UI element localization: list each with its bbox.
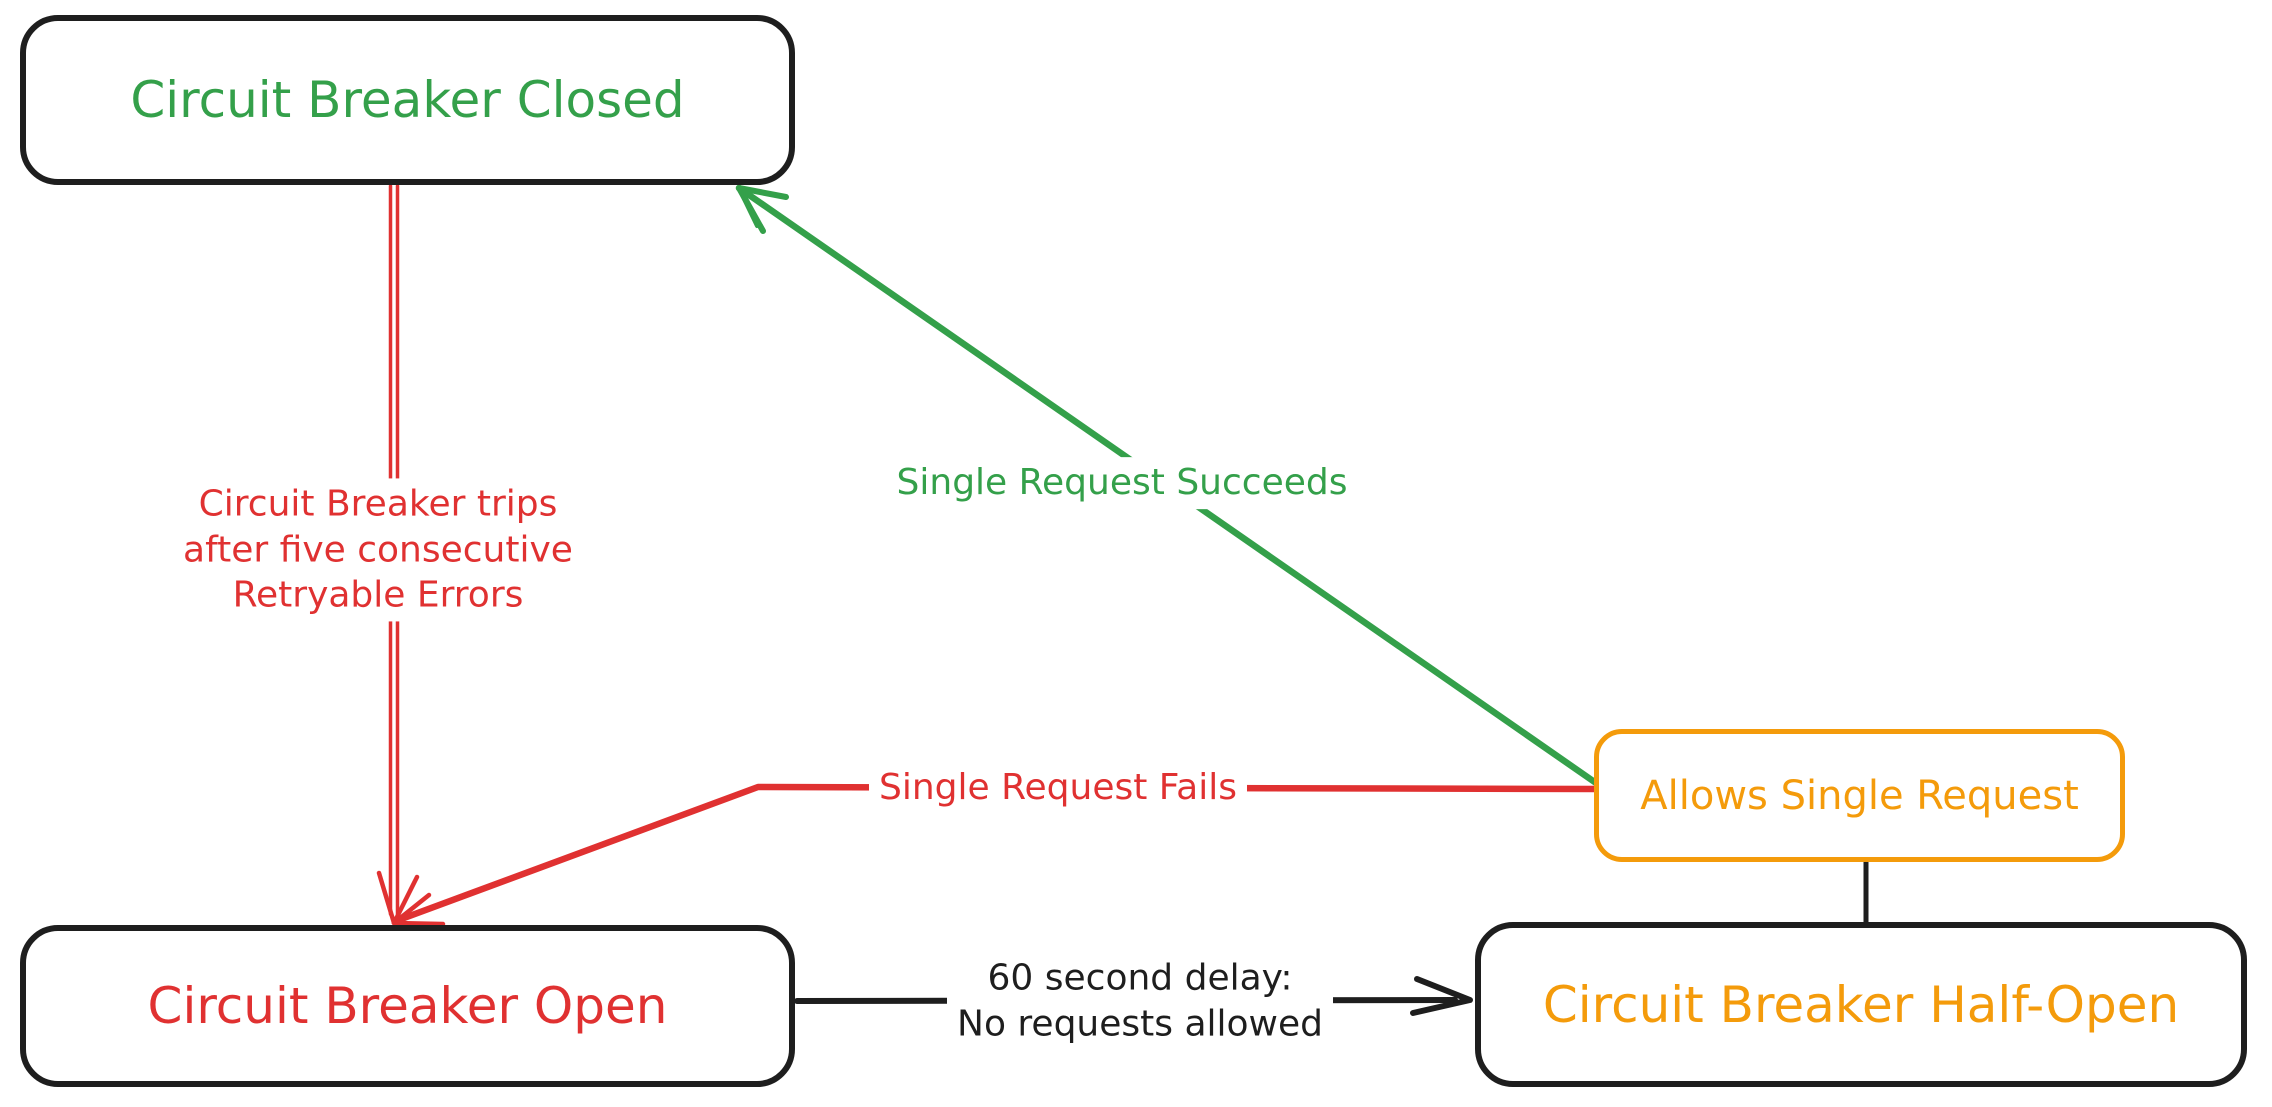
node-circuit-breaker-half-open-label: Circuit Breaker Half-Open [1542, 975, 2180, 1034]
edge-fails-arrow [392, 783, 1600, 925]
node-circuit-breaker-closed: Circuit Breaker Closed [20, 15, 795, 185]
edge-label-single-request-fails: Single Request Fails [868, 762, 1248, 814]
edge-label-delay: 60 second delay: No requests allowed [947, 952, 1333, 1050]
node-circuit-breaker-half-open: Circuit Breaker Half-Open [1475, 922, 2247, 1087]
node-allows-single-request-label: Allows Single Request [1640, 772, 2079, 819]
node-circuit-breaker-closed-label: Circuit Breaker Closed [130, 71, 685, 129]
red-arrowhead-fan-icon [376, 870, 446, 927]
node-circuit-breaker-open-label: Circuit Breaker Open [147, 977, 668, 1035]
edge-label-trips: Circuit Breaker trips after five consecu… [173, 478, 583, 622]
node-allows-single-request: Allows Single Request [1594, 729, 2125, 862]
node-circuit-breaker-open: Circuit Breaker Open [20, 925, 795, 1087]
edge-label-single-request-succeeds: Single Request Succeeds [886, 457, 1358, 509]
